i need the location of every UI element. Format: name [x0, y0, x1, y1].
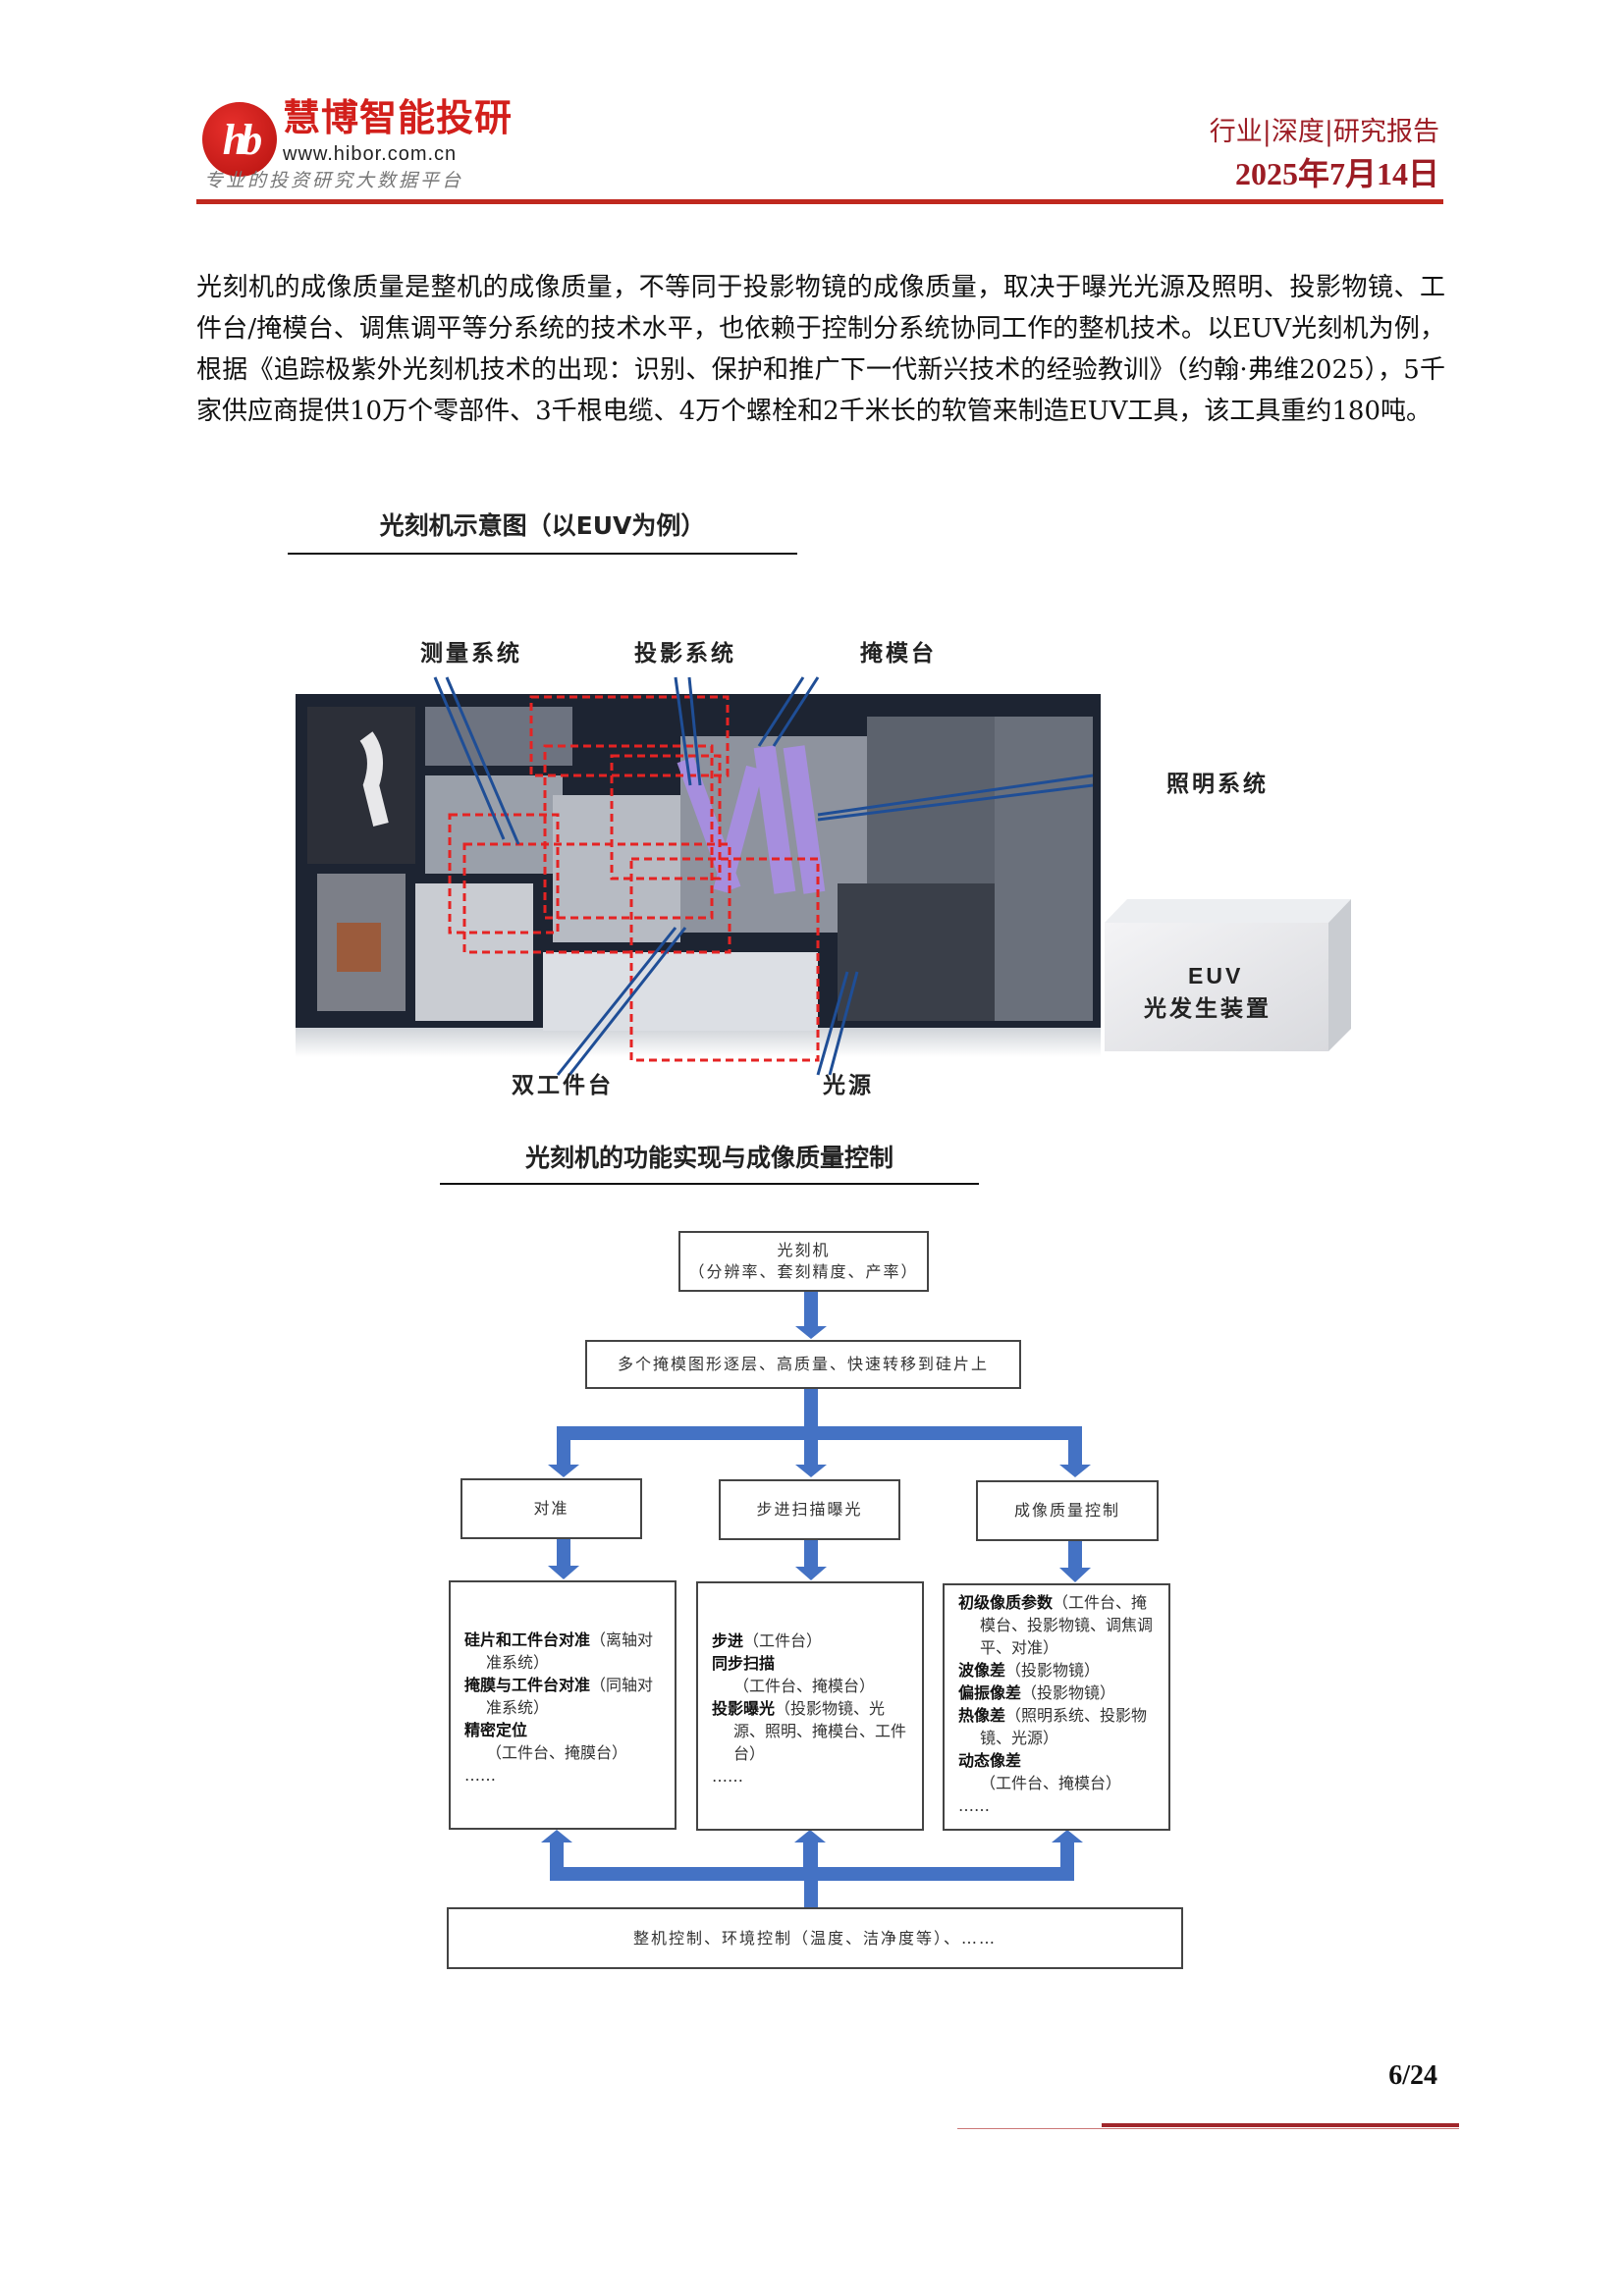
footer-accent-line [1102, 2123, 1459, 2127]
node-text: 整机控制、环境控制（温度、洁净度等）、…… [632, 1928, 997, 1948]
detail-item: 初级像质参数（工件台、掩模台、投影物镜、调焦调平、对准） [958, 1593, 1154, 1657]
node-title: 光刻机 [777, 1241, 831, 1259]
euv-machine-illustration [296, 676, 1351, 1076]
detail-ellipsis: …… [958, 1796, 990, 1815]
node-text: 步进扫描曝光 [756, 1500, 863, 1519]
figure1-caption-underline [288, 553, 797, 555]
label-dual-wafer-stage: 双工件台 [512, 1072, 614, 1098]
detail-item: 动态像差（工件台、掩模台） [958, 1751, 1122, 1792]
flow-node-lithography-machine: 光刻机 （分辨率、套刻精度、产率） [678, 1231, 929, 1292]
label-illumination-system: 照明系统 [1166, 771, 1269, 797]
flow-detail-step-scan: 步进（工件台） 同步扫描（工件台、掩模台） 投影曝光（投影物镜、光源、照明、掩模… [696, 1581, 924, 1831]
report-date: 2025年7月14日 [1234, 156, 1439, 191]
node-text: 多个掩模图形逐层、高质量、快速转移到硅片上 [617, 1355, 989, 1373]
flow-node-step-scan-exposure: 步进扫描曝光 [719, 1479, 900, 1540]
detail-item: 波像差（投影物镜） [958, 1661, 1101, 1680]
detail-item: 投影曝光（投影物镜、光源、照明、掩模台、工件台） [712, 1698, 907, 1763]
flow-detail-imaging-quality: 初级像质参数（工件台、掩模台、投影物镜、调焦调平、对准） 波像差（投影物镜） 偏… [943, 1583, 1170, 1831]
label-metrology-system: 测量系统 [420, 640, 522, 667]
detail-item: 硅片和工件台对准（离轴对准系统） [464, 1629, 654, 1672]
flow-node-pattern-transfer: 多个掩模图形逐层、高质量、快速转移到硅片上 [585, 1340, 1021, 1389]
label-euv-light-generator: 光发生装置 [1144, 995, 1272, 1022]
logo-url[interactable]: www.hibor.com.cn [283, 143, 458, 165]
page-number: 6/24 [1388, 2060, 1437, 2091]
detail-ellipsis: …… [712, 1766, 743, 1786]
footer-line [957, 2128, 1459, 2129]
arrow-group [541, 1291, 1091, 1907]
flow-node-machine-environment-control: 整机控制、环境控制（温度、洁净度等）、…… [447, 1907, 1183, 1969]
label-reticle-stage: 掩模台 [860, 640, 937, 667]
label-projection-system: 投影系统 [634, 640, 736, 667]
label-light-source: 光源 [823, 1072, 874, 1098]
flow-node-alignment: 对准 [460, 1478, 642, 1539]
logo-mark: hb [202, 102, 277, 177]
logo-slogan: 专业的投资研究大数据平台 [204, 170, 464, 191]
figure2-caption-underline [440, 1183, 979, 1185]
detail-item: 同步扫描（工件台、掩模台） [712, 1653, 876, 1695]
node-text: 成像质量控制 [1013, 1501, 1120, 1520]
label-euv: EUV [1188, 963, 1244, 988]
logo-name: 慧博智能投研 [283, 96, 514, 139]
figure1-caption: 光刻机示意图（以EUV为例） [379, 511, 706, 540]
flowchart-arrows [541, 1291, 1091, 1907]
figure2-caption: 光刻机的功能实现与成像质量控制 [524, 1144, 893, 1172]
flow-node-imaging-quality-control: 成像质量控制 [976, 1480, 1159, 1541]
header-divider [196, 199, 1443, 204]
report-type: 行业|深度|研究报告 [1209, 117, 1439, 147]
detail-item: 偏振像差（投影物镜） [958, 1683, 1116, 1702]
detail-item: 步进（工件台） [712, 1630, 823, 1650]
detail-ellipsis: …… [464, 1765, 496, 1785]
detail-item: 热像差（照明系统、投影物镜、光源） [958, 1706, 1148, 1747]
detail-item: 精密定位（工件台、掩膜台） [464, 1720, 628, 1762]
node-subtitle: （分辨率、套刻精度、产率） [688, 1262, 919, 1281]
body-paragraph: 光刻机的成像质量是整机的成像质量，不等同于投影物镜的成像质量，取决于曝光光源及照… [196, 273, 1445, 426]
euv-machine-diagram: 测量系统 投影系统 掩模台 照明系统 EUV 光发生装置 双工件台 光源 [288, 628, 1351, 1109]
node-text: 对准 [533, 1499, 569, 1518]
detail-item: 掩膜与工件台对准（同轴对准系统） [464, 1675, 654, 1717]
flow-detail-alignment: 硅片和工件台对准（离轴对准系统） 掩膜与工件台对准（同轴对准系统） 精密定位（工… [449, 1580, 677, 1830]
